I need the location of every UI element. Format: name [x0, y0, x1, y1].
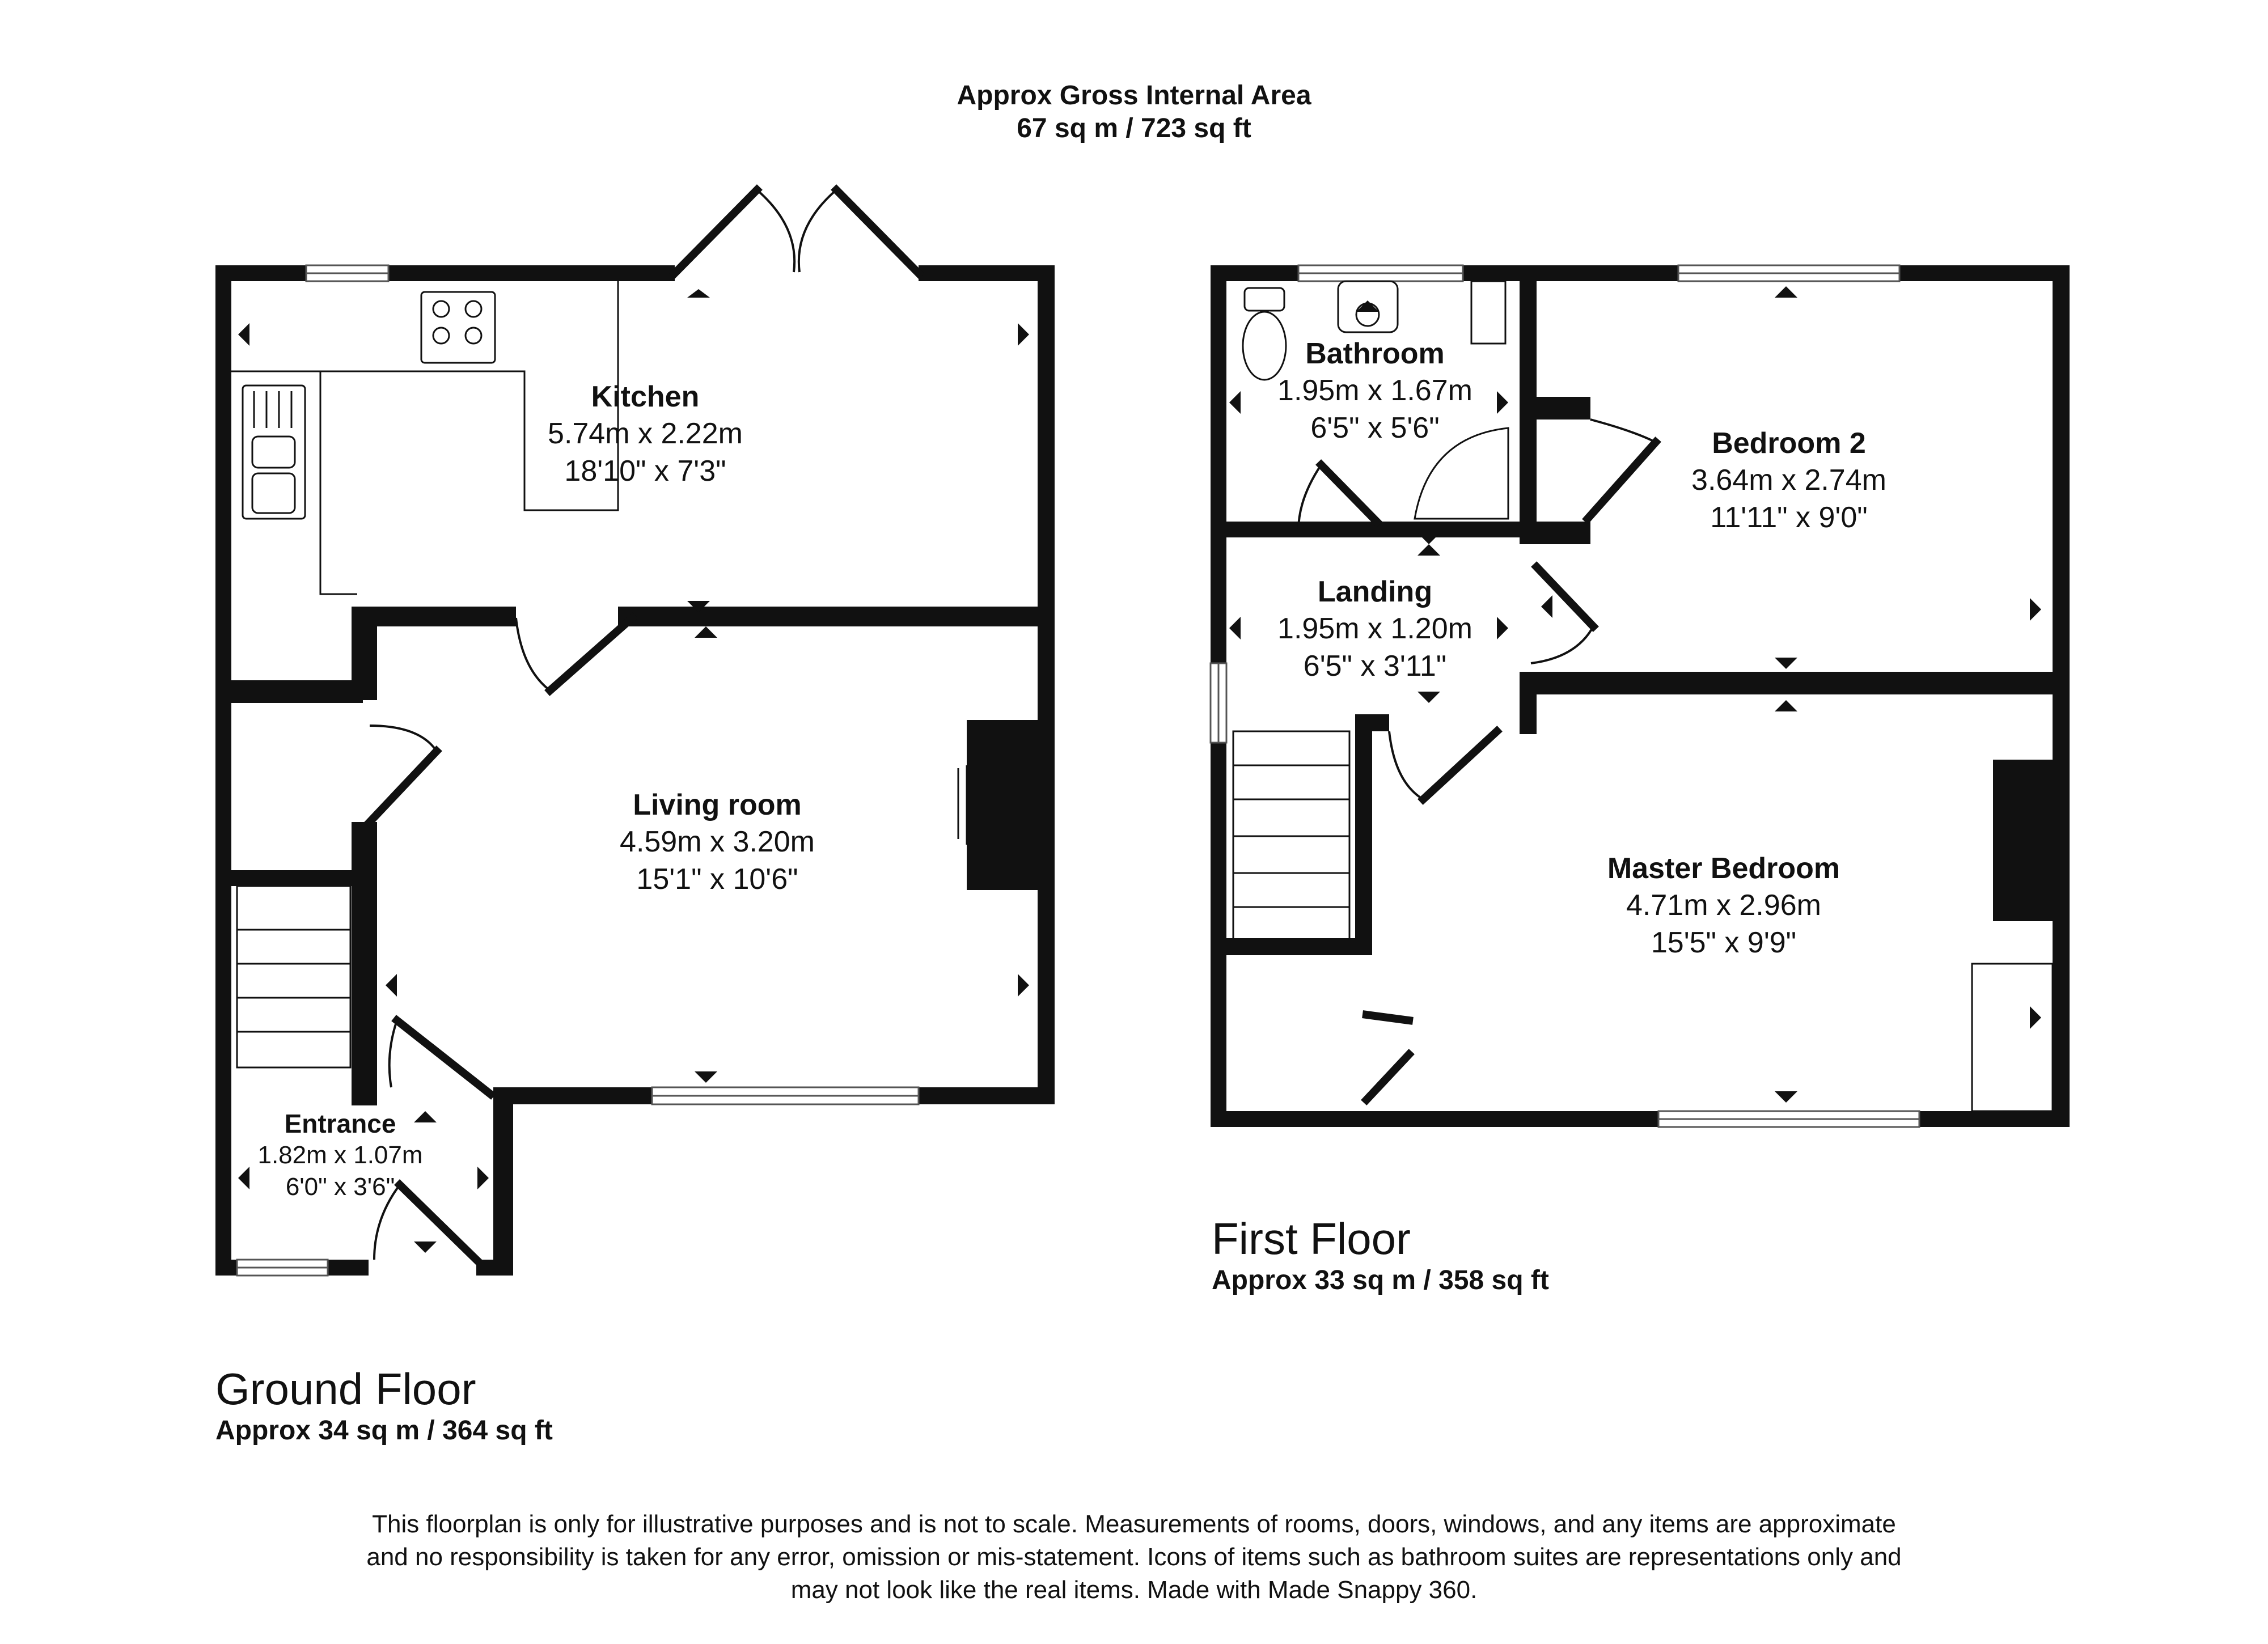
room-living-room: Living room 4.59m x 3.20m 15'1" x 10'6": [620, 787, 815, 898]
kitchen-counters: [231, 281, 619, 595]
floor-name: Ground Floor: [215, 1364, 476, 1414]
disclaimer-line: and no responsibility is taken for any e…: [366, 1543, 1902, 1571]
floor-area: Approx 33 sq m / 358 sq ft: [1212, 1265, 1549, 1295]
room-imperial: 15'1" x 10'6": [636, 863, 798, 896]
gross-area-title: Approx Gross Internal Area: [957, 80, 1311, 111]
room-metric: 1.95m x 1.67m: [1277, 374, 1472, 407]
stairs-ground: [236, 885, 352, 1069]
room-master-bedroom: Master Bedroom 4.71m x 2.96m 15'5" x 9'9…: [1607, 850, 1840, 961]
ground-floor-caption: Ground Floor Approx 34 sq m / 364 sq ft: [215, 1363, 553, 1447]
room-metric: 1.95m x 1.20m: [1277, 612, 1472, 645]
room-metric: 3.64m x 2.74m: [1691, 464, 1886, 497]
first-floor-caption: First Floor Approx 33 sq m / 358 sq ft: [1212, 1213, 1549, 1297]
room-kitchen: Kitchen 5.74m x 2.22m 18'10" x 7'3": [548, 379, 743, 490]
door-swings: [369, 189, 1656, 1260]
room-imperial: 15'5" x 9'9": [1651, 926, 1797, 959]
first-floor-walls: [1211, 265, 2070, 1127]
gross-area-header: Approx Gross Internal Area 67 sq m / 723…: [0, 79, 2268, 145]
sink-icon: [251, 391, 296, 514]
room-name: Kitchen: [591, 380, 700, 413]
room-name: Living room: [633, 789, 802, 821]
room-bathroom: Bathroom 1.95m x 1.67m 6'5" x 5'6": [1277, 336, 1472, 447]
room-imperial: 6'5" x 5'6": [1310, 412, 1440, 444]
room-imperial: 6'5" x 3'11": [1303, 650, 1447, 683]
disclaimer-line: may not look like the real items. Made w…: [790, 1576, 1478, 1604]
hob-icon: [432, 300, 483, 345]
room-entrance: Entrance 1.82m x 1.07m 6'0" x 3'6": [257, 1108, 422, 1203]
room-metric: 4.71m x 2.96m: [1626, 889, 1821, 922]
floor-area: Approx 34 sq m / 364 sq ft: [215, 1416, 553, 1446]
room-name: Entrance: [284, 1109, 396, 1138]
room-name: Bedroom 2: [1712, 427, 1866, 460]
room-metric: 5.74m x 2.22m: [548, 417, 743, 450]
dimension-arrows: [238, 286, 2041, 1253]
disclaimer-line: This floorplan is only for illustrative …: [372, 1510, 1896, 1538]
room-name: Master Bedroom: [1607, 852, 1840, 885]
room-metric: 1.82m x 1.07m: [257, 1141, 423, 1169]
floor-name: First Floor: [1212, 1214, 1411, 1264]
room-imperial: 11'11" x 9'0": [1710, 501, 1868, 534]
room-name: Bathroom: [1305, 337, 1445, 370]
room-landing: Landing 1.95m x 1.20m 6'5" x 3'11": [1277, 574, 1472, 685]
doors: [364, 184, 1661, 1265]
windows: [236, 264, 1920, 1277]
room-metric: 4.59m x 3.20m: [620, 825, 815, 858]
disclaimer: This floorplan is only for illustrative …: [0, 1508, 2268, 1607]
room-bedroom-2: Bedroom 2 3.64m x 2.74m 11'11" x 9'0": [1691, 425, 1886, 536]
room-name: Landing: [1317, 575, 1433, 608]
room-imperial: 6'0" x 3'6": [285, 1173, 395, 1201]
bathroom-fixtures: [957, 280, 2054, 1112]
stairs-first: [1232, 730, 1351, 942]
gross-area-value: 67 sq m / 723 sq ft: [1017, 113, 1251, 143]
room-imperial: 18'10" x 7'3": [564, 455, 726, 488]
